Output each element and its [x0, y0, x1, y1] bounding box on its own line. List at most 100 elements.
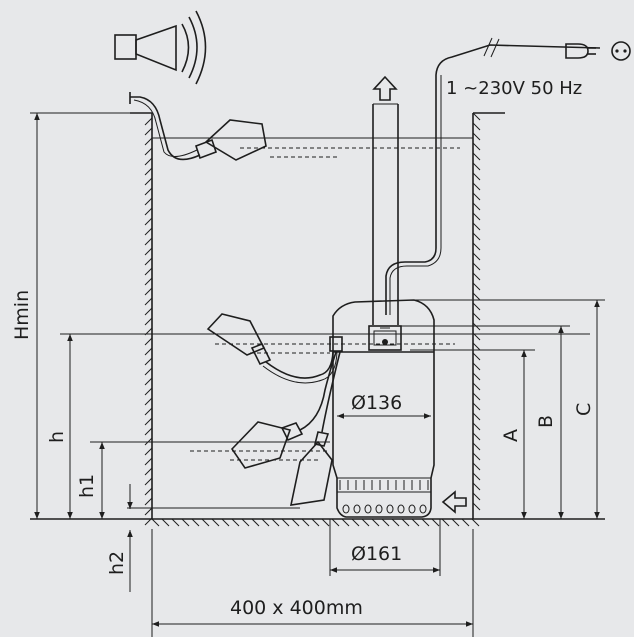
hatch-line: [472, 242, 481, 251]
h-label: h: [46, 431, 68, 443]
hatch-line: [472, 212, 481, 221]
hatch-line: [472, 182, 481, 191]
sump-right-wall: [472, 112, 505, 519]
hatch-line: [472, 362, 481, 371]
hatch-line: [331, 518, 340, 527]
dimension-c: [410, 299, 605, 519]
hatch-line: [144, 257, 153, 266]
a-label: A: [500, 429, 522, 442]
grille-hole: [353, 504, 361, 514]
hatch-line: [472, 382, 481, 391]
hatch-line: [144, 147, 153, 156]
grille-hole: [386, 504, 394, 514]
hatch-line: [472, 142, 481, 151]
grille-hole: [419, 504, 427, 514]
hatch-line: [472, 472, 481, 481]
hatch-line: [472, 112, 481, 121]
hatch-line: [144, 287, 153, 296]
hatch-line: [144, 417, 153, 426]
hatch-line: [472, 262, 481, 271]
hatch-line: [271, 518, 280, 527]
hatch-line: [451, 518, 460, 527]
hatch-line: [472, 482, 481, 491]
sump-floor: [30, 518, 605, 527]
hatch-line: [241, 518, 250, 527]
hatch-line: [144, 197, 153, 206]
hatch-line: [171, 518, 180, 527]
grille-hole: [408, 504, 416, 514]
dimension-a: [410, 349, 535, 519]
discharge-pipe: [372, 103, 399, 325]
hatch-line: [221, 518, 230, 527]
hatch-line: [291, 518, 300, 527]
hatch-line: [144, 427, 153, 436]
hatch-line: [472, 462, 481, 471]
hatch-line: [144, 207, 153, 216]
upper-float-switch: [206, 313, 338, 384]
hatch-line: [472, 152, 481, 161]
hatch-line: [461, 518, 470, 527]
hatch-line: [472, 252, 481, 261]
hatch-line: [472, 402, 481, 411]
alarm-float-switch: [129, 92, 267, 161]
hatch-line: [431, 518, 440, 527]
hatch-line: [151, 518, 160, 527]
hatch-line: [371, 518, 380, 527]
diameter-base-label: Ø161: [351, 543, 402, 565]
hatch-line: [472, 272, 481, 281]
hatch-line: [211, 518, 220, 527]
hatch-line: [144, 157, 153, 166]
power-cable-inner: [389, 75, 442, 315]
hatch-line: [421, 518, 430, 527]
hatch-line: [144, 217, 153, 226]
lower-float-switches: [230, 351, 341, 506]
c-label: C: [573, 403, 595, 416]
voltage-label: 1 ~230V 50 Hz: [446, 78, 582, 99]
hatch-line: [321, 518, 330, 527]
hatch-line: [144, 317, 153, 326]
hatch-line: [251, 518, 260, 527]
hatch-line: [144, 337, 153, 346]
dimension-diameter-base: [329, 519, 441, 576]
hatch-line: [391, 518, 400, 527]
hatch-line: [472, 202, 481, 211]
hatch-line: [351, 518, 360, 527]
hatch-line: [441, 518, 450, 527]
hatch-line: [472, 342, 481, 351]
hatch-line: [144, 397, 153, 406]
b-label: B: [535, 415, 557, 428]
hatch-line: [144, 387, 153, 396]
hatch-line: [472, 442, 481, 451]
hatch-line: [472, 232, 481, 241]
grille-hole: [397, 504, 405, 514]
hatch-line: [144, 457, 153, 466]
hmin-label: Hmin: [11, 290, 33, 340]
hatch-line: [472, 412, 481, 421]
hatch-line: [411, 518, 420, 527]
dimension-sump-size: [151, 529, 474, 637]
hatch-line: [472, 292, 481, 301]
h1-label: h1: [76, 474, 98, 498]
hatch-line: [301, 518, 310, 527]
hatch-line: [472, 392, 481, 401]
hatch-line: [472, 302, 481, 311]
mains-plug-icon: [565, 43, 596, 59]
hatch-line: [144, 347, 153, 356]
hatch-line: [311, 518, 320, 527]
hatch-line: [144, 467, 153, 476]
hatch-line: [144, 267, 153, 276]
hatch-line: [144, 447, 153, 456]
hatch-line: [231, 518, 240, 527]
hatch-line: [181, 518, 190, 527]
hatch-line: [144, 497, 153, 506]
outlet-arrow-icon: [372, 75, 398, 101]
hatch-line: [144, 227, 153, 236]
hatch-line: [472, 372, 481, 381]
hatch-line: [471, 518, 480, 527]
hatch-line: [144, 487, 153, 496]
dimension-h2: [127, 484, 300, 592]
hatch-line: [144, 377, 153, 386]
hatch-line: [144, 247, 153, 256]
hatch-line: [144, 187, 153, 196]
hatch-line: [144, 117, 153, 126]
